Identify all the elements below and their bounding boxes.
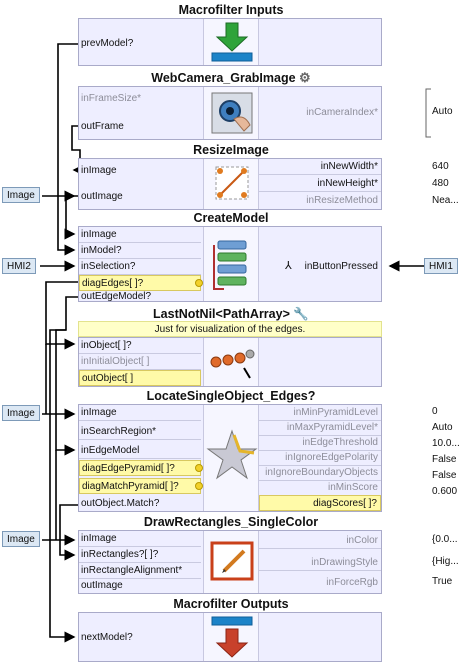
branch-icon: ⅄ — [285, 260, 292, 272]
value-incolor[interactable]: {0.0... — [432, 534, 458, 545]
external-image-input[interactable]: Image — [2, 531, 40, 547]
diag-indicator-dot — [195, 279, 203, 287]
external-hmi1-input[interactable]: HMI1 — [424, 258, 458, 274]
port-inselection[interactable]: inSelection? — [79, 259, 201, 275]
port-incolor[interactable]: inColor — [259, 533, 381, 549]
port-nextmodel[interactable]: nextModel? — [81, 632, 133, 643]
value-inforcergb[interactable]: True — [432, 576, 453, 587]
port-inimage[interactable]: inImage — [79, 531, 201, 547]
output-arrow-icon — [203, 613, 259, 661]
value-indrawingstyle[interactable]: {Hig... — [432, 556, 459, 567]
port-outobject-match[interactable]: outObject.Match? — [81, 498, 160, 509]
lastnotnil-icon — [203, 338, 259, 386]
port-inignoreedgepolarity[interactable]: inIgnoreEdgePolarity — [259, 450, 381, 466]
createmodel-icon — [203, 227, 259, 301]
port-innewheight[interactable]: inNewHeight* — [259, 176, 381, 192]
port-inminpyramidlevel[interactable]: inMinPyramidLevel — [259, 405, 381, 421]
drawrectangles-title: DrawRectangles_SingleColor — [143, 515, 319, 529]
port-diagedges[interactable]: diagEdges[ ]? — [79, 275, 201, 291]
webcamera-grabimage-title: WebCamera_GrabImage ⚙ — [78, 70, 384, 86]
lastnotnil-title-text: LastNotNil<PathArray> — [153, 307, 290, 321]
value-inminpyramidlevel[interactable]: 0 — [432, 406, 438, 417]
port-indrawingstyle[interactable]: inDrawingStyle — [259, 555, 381, 571]
port-outimage[interactable]: outImage — [81, 191, 123, 202]
port-insearchregion[interactable]: inSearchRegion* — [79, 424, 201, 440]
port-inmaxpyramidlevel[interactable]: inMaxPyramidLevel* — [259, 420, 381, 436]
port-inmodel[interactable]: inModel? — [79, 243, 201, 259]
port-inimage[interactable]: inImage — [79, 227, 201, 243]
value-inminscore[interactable]: 0.600 — [432, 486, 458, 497]
value-innewheight[interactable]: 480 — [432, 178, 449, 189]
lastnotnil-title: LastNotNil<PathArray> 🔧 — [78, 306, 384, 322]
port-inimage[interactable]: inImage — [81, 165, 117, 176]
input-arrow-icon — [203, 19, 259, 65]
locate-icon — [203, 405, 259, 511]
external-image-input[interactable]: Image — [2, 405, 40, 421]
value-inignoreedgepolarity[interactable]: False — [432, 454, 457, 465]
value-inedgethreshold[interactable]: 10.0... — [432, 438, 460, 449]
createmodel-title: CreateModel — [193, 211, 269, 225]
port-diagedgepyramid[interactable]: diagEdgePyramid[ ]? — [79, 460, 201, 476]
port-outobject[interactable]: outObject[ ] — [79, 370, 201, 386]
port-incameraindex[interactable]: inCameraIndex* — [306, 107, 378, 118]
gear-icon[interactable]: ⚙ — [299, 70, 311, 85]
createmodel-block[interactable]: inImage inModel? inSelection? diagEdges[… — [78, 226, 382, 302]
port-outedgemodel[interactable]: outEdgeModel? — [81, 291, 152, 302]
value-incameraindex[interactable]: Auto — [432, 106, 453, 117]
port-inobject[interactable]: inObject[ ]? — [79, 338, 201, 354]
value-inignoreboundaryobjects[interactable]: False — [432, 470, 457, 481]
resizeimage-block[interactable]: inImage outImage inNewWidth* inNewHeight… — [78, 158, 382, 210]
port-inedgemodel[interactable]: inEdgeModel — [79, 443, 201, 459]
port-inimage[interactable]: inImage — [79, 405, 201, 421]
port-inedgethreshold[interactable]: inEdgeThreshold — [259, 435, 381, 451]
resize-icon — [203, 159, 259, 209]
lastnotnil-comment: Just for visualization of the edges. — [78, 321, 382, 337]
port-ininitialobject[interactable]: inInitialObject[ ] — [79, 354, 201, 370]
port-outframe[interactable]: outFrame — [81, 121, 124, 132]
webcamera-grabimage-block[interactable]: inFrameSize* outFrame inCameraIndex* — [78, 86, 382, 140]
port-inbuttonpressed[interactable]: inButtonPressed — [304, 261, 378, 272]
port-innewwidth[interactable]: inNewWidth* — [259, 159, 381, 175]
port-inforcergb[interactable]: inForceRgb — [326, 577, 378, 588]
webcamera-icon — [203, 87, 259, 139]
lastnotnil-block[interactable]: inObject[ ]? inInitialObject[ ] outObjec… — [78, 337, 382, 387]
locatesingleobject-title: LocateSingleObject_Edges? — [146, 389, 316, 403]
port-inframesize[interactable]: inFrameSize* — [81, 93, 142, 104]
macrofilter-outputs-block[interactable]: nextModel? — [78, 612, 382, 662]
external-hmi2-input[interactable]: HMI2 — [2, 258, 36, 274]
value-inresizemethod[interactable]: Nea... — [432, 195, 459, 206]
port-diagscores[interactable]: diagScores[ ]? — [259, 495, 381, 511]
wrench-icon[interactable]: 🔧 — [293, 307, 309, 321]
value-innewwidth[interactable]: 640 — [432, 161, 449, 172]
value-inmaxpyramidlevel[interactable]: Auto — [432, 422, 453, 433]
port-inrectanglealignment[interactable]: inRectangleAlignment* — [79, 563, 201, 579]
port-inresizemethod[interactable]: inResizeMethod — [306, 195, 378, 206]
port-outimage[interactable]: outImage — [81, 580, 123, 591]
macrofilter-inputs-block[interactable]: prevModel? — [78, 18, 382, 66]
macrofilter-outputs-title: Macrofilter Outputs — [173, 597, 289, 611]
drawrectangles-icon — [203, 531, 259, 593]
diag-indicator-dot — [195, 482, 203, 490]
locatesingleobject-block[interactable]: inImage inSearchRegion* inEdgeModel diag… — [78, 404, 382, 512]
external-image-input[interactable]: Image — [2, 187, 40, 203]
value-bracket — [425, 88, 431, 138]
diag-indicator-dot — [195, 464, 203, 472]
port-inminscore[interactable]: inMinScore — [259, 480, 381, 496]
port-inrectangles[interactable]: inRectangles?[ ]? — [79, 547, 201, 563]
webcamera-title-text: WebCamera_GrabImage — [151, 71, 296, 85]
drawrectangles-block[interactable]: inImage inRectangles?[ ]? inRectangleAli… — [78, 530, 382, 594]
port-inignoreboundaryobjects[interactable]: inIgnoreBoundaryObjects — [259, 465, 381, 481]
macrofilter-inputs-title: Macrofilter Inputs — [178, 3, 284, 17]
resizeimage-title: ResizeImage — [193, 143, 269, 157]
port-prevmodel[interactable]: prevModel? — [81, 38, 134, 49]
port-diagmatchpyramid[interactable]: diagMatchPyramid[ ]? — [79, 478, 201, 494]
